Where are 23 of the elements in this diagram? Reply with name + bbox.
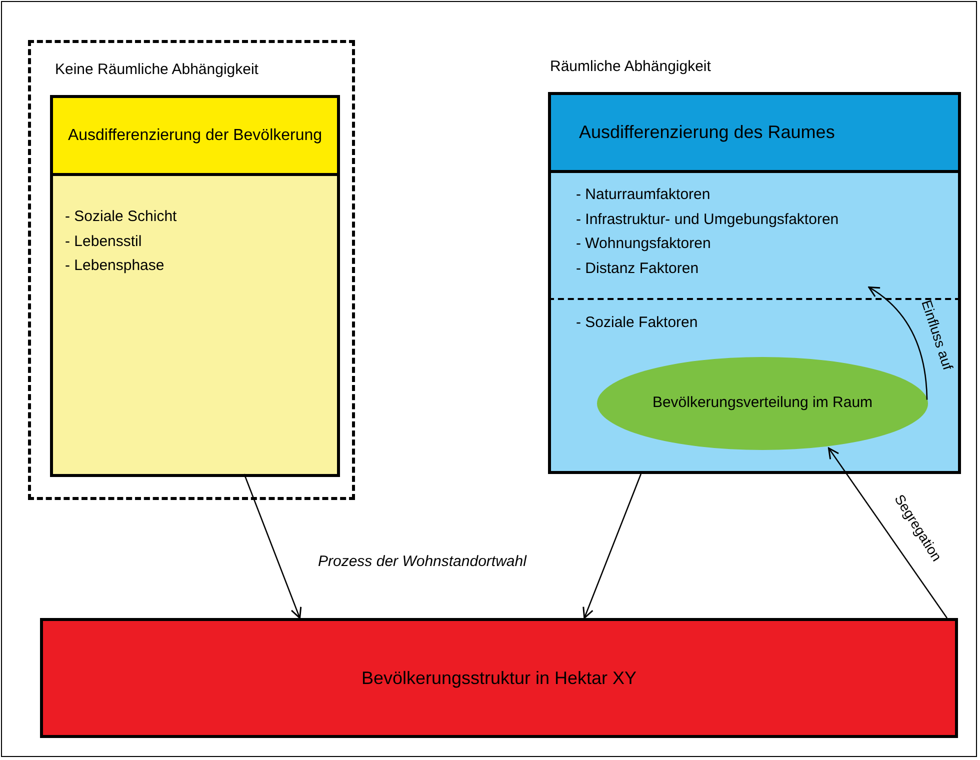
edge-label: Einfluss auf: [918, 297, 958, 373]
arrow: [828, 447, 948, 618]
list-item: - Soziale Schicht: [65, 207, 177, 227]
arrow: [244, 474, 302, 619]
box-heading: Bevölkerungsstruktur in Hektar XY: [361, 666, 637, 690]
group-heading: Keine Räumliche Abhängigkeit: [55, 60, 258, 80]
group-heading: Räumliche Abhängigkeit: [550, 57, 711, 77]
list-item: - Wohnungsfaktoren: [576, 234, 712, 254]
dashed-group-frame: [28, 40, 355, 500]
ellipse-label: Bevölkerungsverteilung im Raum: [652, 393, 873, 414]
list-item: - Lebensphase: [65, 256, 166, 276]
arrow: [868, 286, 928, 400]
list-item: - Infrastruktur- und Umgebungsfaktoren: [576, 210, 839, 230]
arrow: [582, 474, 642, 619]
list-item: - Lebensstil: [65, 232, 143, 252]
box-heading: Ausdifferenzierung der Bevölkerung: [68, 126, 322, 146]
list-item: - Soziale Faktoren: [576, 313, 698, 333]
result-box: [40, 618, 958, 738]
list-item: - Distanz Faktoren: [576, 258, 700, 278]
box-heading: Ausdifferenzierung des Raumes: [579, 121, 835, 144]
population-box: [50, 95, 340, 477]
process-label: Prozess der Wohnstandortwahl: [318, 552, 526, 572]
list-item: - Naturraumfaktoren: [576, 185, 712, 205]
